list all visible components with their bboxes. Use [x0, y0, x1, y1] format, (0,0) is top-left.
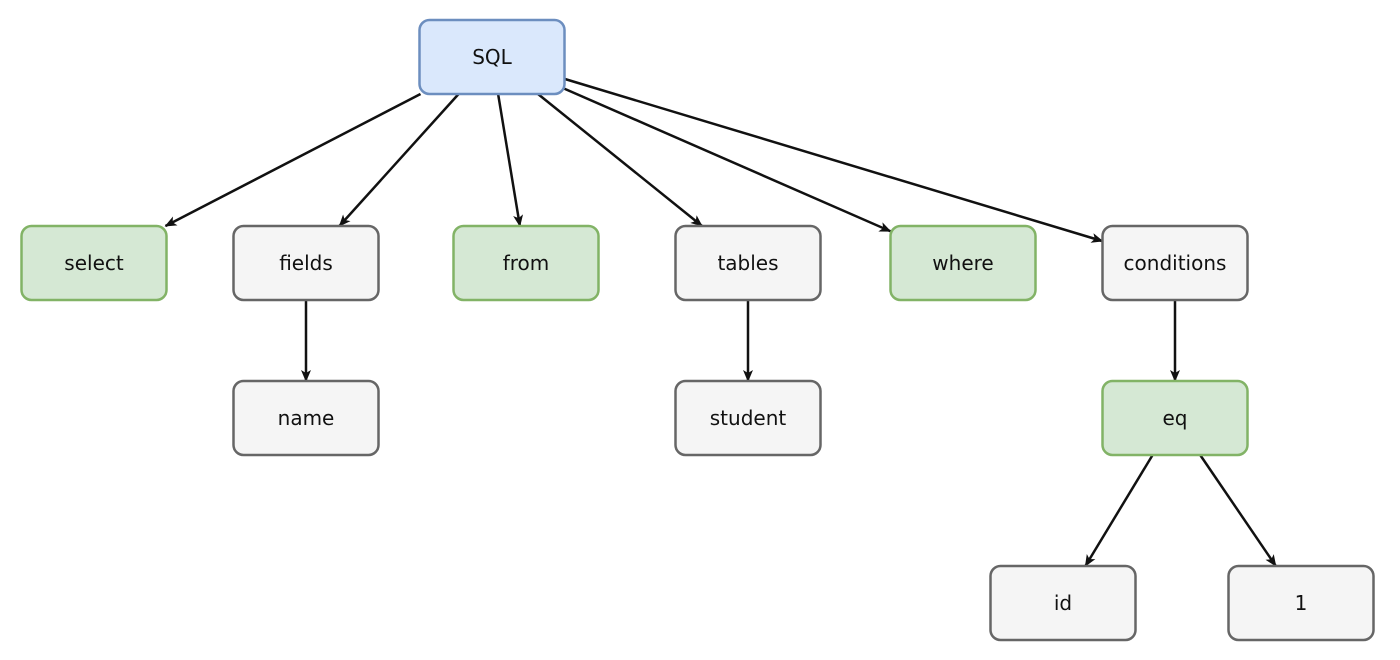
- node-box-from: [452, 224, 600, 302]
- node-where: where: [889, 224, 1037, 302]
- node-id: id: [989, 564, 1137, 642]
- node-box-student: [674, 379, 822, 457]
- edge-sql-to-fields: [338, 93, 460, 227]
- node-student: student: [674, 379, 822, 457]
- node-tables: tables: [674, 224, 822, 302]
- node-select: select: [20, 224, 168, 302]
- node-label-conditions: conditions: [1124, 251, 1227, 275]
- node-label-name: name: [278, 406, 335, 430]
- node-box-fields: [232, 224, 380, 302]
- node-box-where: [889, 224, 1037, 302]
- node-label-student: student: [710, 406, 787, 430]
- node-label-where: where: [932, 251, 993, 275]
- node-box-tables: [674, 224, 822, 302]
- node-label-tables: tables: [717, 251, 778, 275]
- node-label-select: select: [64, 251, 124, 275]
- node-box-id: [989, 564, 1137, 642]
- nodes-layer: SQL select fields from tables where conditions…: [20, 18, 1375, 642]
- node-one: 1: [1227, 564, 1375, 642]
- node-box-eq: [1101, 379, 1249, 457]
- edge-sql-to-conditions: [564, 77, 1104, 243]
- node-box-select: [20, 224, 168, 302]
- edge-sql-to-select: [164, 92, 422, 228]
- node-box-conditions: [1101, 224, 1249, 302]
- edge-sql-to-from: [496, 93, 524, 227]
- node-label-fields: fields: [279, 251, 333, 275]
- node-box-name: [232, 379, 380, 457]
- node-conditions: conditions: [1101, 224, 1249, 302]
- node-label-one: 1: [1295, 591, 1308, 615]
- node-sql: SQL: [418, 18, 566, 96]
- node-fields: fields: [232, 224, 380, 302]
- node-eq: eq: [1101, 379, 1249, 457]
- node-box-sql: [418, 18, 566, 96]
- node-label-sql: SQL: [472, 45, 512, 69]
- edges-layer: [164, 77, 1277, 567]
- node-label-id: id: [1054, 591, 1072, 615]
- node-from: from: [452, 224, 600, 302]
- edge-eq-to-id: [1084, 454, 1154, 567]
- node-label-from: from: [503, 251, 550, 275]
- edge-sql-to-tables: [537, 93, 703, 227]
- edge-sql-to-where: [563, 87, 892, 233]
- node-label-eq: eq: [1163, 406, 1188, 430]
- node-box-one: [1227, 564, 1375, 642]
- edge-eq-to-one: [1199, 454, 1277, 567]
- node-name: name: [232, 379, 380, 457]
